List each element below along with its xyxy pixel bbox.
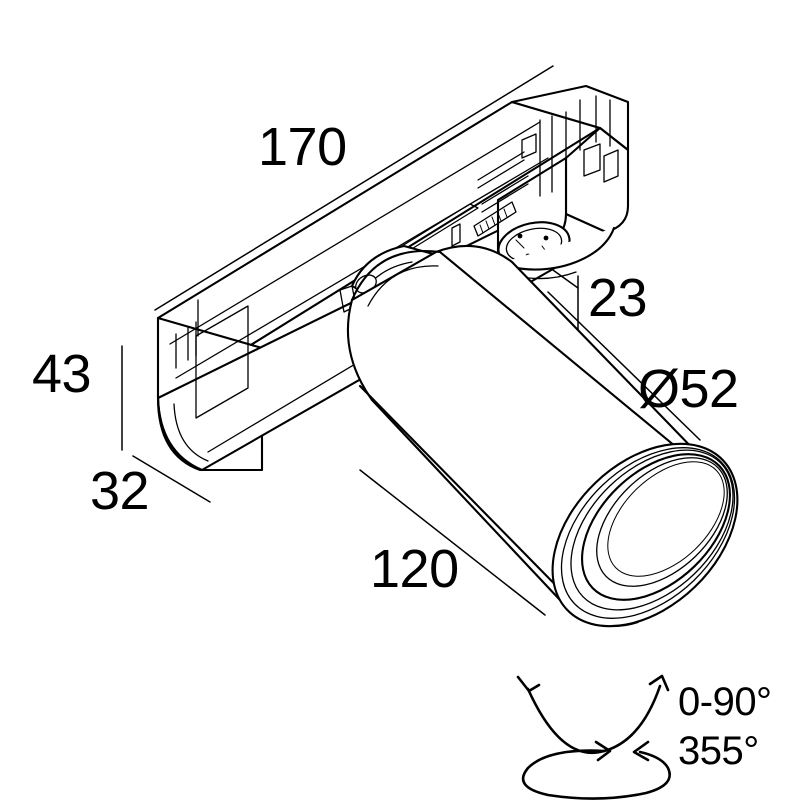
track-adapter	[473, 84, 630, 280]
tilt-arc	[526, 684, 662, 755]
adapter-cutout-1	[583, 143, 601, 177]
cylinder-top-edge	[438, 250, 706, 472]
adapter-top-block	[510, 84, 630, 152]
adapter-blade-2b	[481, 183, 529, 213]
rail-lug	[451, 223, 461, 247]
rib-h-3	[491, 216, 496, 226]
lens-inner-bore	[581, 453, 731, 601]
rail-end-round-inner	[173, 403, 209, 462]
lens-rim-ring-2	[560, 447, 736, 619]
ribbed-strip-outline	[473, 201, 517, 237]
cylinder-rear-cap	[350, 250, 442, 302]
adapter-cutout-2	[603, 149, 619, 183]
adjustment-symbols	[516, 674, 671, 800]
rail-seam-upper	[169, 121, 541, 345]
adapter-ribbed-strip	[473, 201, 517, 237]
dial-mark-1	[515, 239, 525, 249]
rib-h-5	[503, 208, 508, 218]
rotation-range-label: 355°	[678, 729, 759, 773]
rail-panel-left	[195, 305, 249, 419]
tilt-arrow-left	[516, 675, 541, 693]
adapter-blade-2	[481, 175, 529, 205]
dial-hole-1	[517, 233, 523, 239]
rotation-arrow-right	[632, 740, 650, 762]
rail-end-round	[156, 394, 204, 472]
lens-reflector-ring	[596, 457, 728, 587]
rib-h-4	[497, 212, 502, 222]
rotation-arrow-left	[594, 740, 612, 762]
adapter-blade-1b	[477, 159, 525, 189]
dial-hole-2	[543, 235, 549, 241]
cylinder-bottom-edge	[358, 384, 590, 620]
tilt-range-label: 0-90°	[678, 680, 772, 724]
dim-leader-d52	[547, 291, 701, 441]
lens-rim-ring-3	[570, 449, 734, 611]
dim-line-120	[359, 469, 546, 616]
dim-label-diameter: Ø52	[638, 359, 739, 419]
rib-h-2	[485, 220, 490, 230]
dim-label-120: 120	[370, 539, 459, 599]
lens-opening	[551, 442, 739, 628]
rotation-ellipse	[521, 749, 671, 800]
rib-h-1	[479, 224, 484, 234]
dim-label-23: 23	[588, 268, 648, 328]
tilt-arrow-right	[648, 674, 670, 692]
dim-line-32	[132, 455, 211, 503]
dim-label-170: 170	[258, 117, 347, 177]
lens-inner-ring	[607, 461, 725, 577]
adapter-cutout-3	[521, 133, 537, 159]
adapter-blade-1	[477, 151, 525, 181]
cylinder-rear-cap-inner	[367, 265, 439, 307]
dim-label-32: 32	[90, 461, 150, 521]
dim-label-43: 43	[32, 344, 92, 404]
dim-line-170	[154, 65, 554, 311]
adapter-skirt	[496, 226, 616, 271]
